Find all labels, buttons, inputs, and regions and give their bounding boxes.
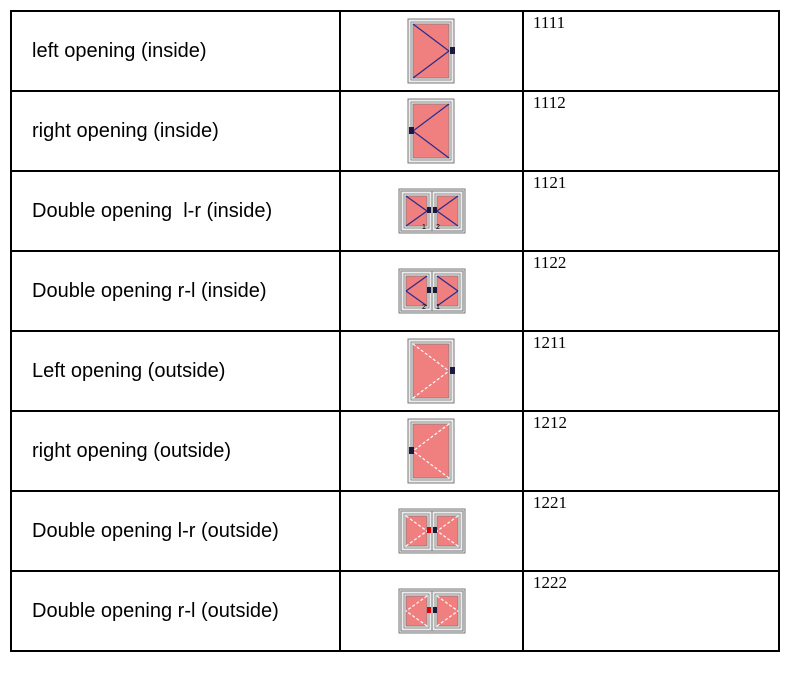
opening-code: 1122: [533, 253, 567, 272]
sash-number: 1: [436, 304, 440, 311]
code-cell: 1222: [522, 570, 780, 652]
opening-label: Double opening r-l (outside): [32, 599, 279, 622]
opening-code: 1222: [533, 573, 567, 592]
opening-code: 1221: [533, 493, 567, 512]
single-window-left-outside-icon: [407, 338, 455, 404]
handle-icon: [408, 127, 414, 134]
handle-icon: [426, 207, 431, 213]
table-row: right opening (inside) 1112: [10, 90, 780, 172]
single-window-right-inside-icon: [407, 98, 454, 164]
sash-number: 2: [436, 224, 440, 231]
single-window-left-inside-icon: [407, 18, 455, 84]
code-cell: 1211: [522, 330, 780, 412]
handle-icon: [432, 287, 437, 293]
handle-icon: [449, 367, 455, 374]
label-cell: Double opening r-l (outside): [10, 570, 341, 652]
table-row: Double opening r-l (outside) 1222: [10, 570, 780, 652]
opening-label: right opening (outside): [32, 439, 232, 462]
handle-icon: [408, 447, 414, 454]
code-cell: 1122: [522, 250, 780, 332]
window-icon: [341, 12, 522, 90]
code-cell: 1221: [522, 490, 780, 572]
handle-icon: [432, 207, 437, 213]
table-row: right opening (outside) 1212: [10, 410, 780, 492]
code-cell: 1111: [522, 10, 780, 92]
handle-icon: [449, 47, 455, 54]
window-icon: [341, 492, 522, 570]
code-cell: 1112: [522, 90, 780, 172]
window-icon: [341, 92, 522, 170]
icon-cell: [339, 570, 524, 652]
icon-cell: [339, 490, 524, 572]
window-icon: [341, 412, 522, 490]
opening-label: right opening (inside): [32, 119, 219, 142]
opening-label: Double opening r-l (inside): [32, 279, 267, 302]
handle-icon: [426, 527, 431, 533]
code-cell: 1121: [522, 170, 780, 252]
label-cell: Double opening l-r (outside): [10, 490, 341, 572]
icon-cell: [339, 410, 524, 492]
label-cell: Double opening r-l (inside): [10, 250, 341, 332]
table-row: Left opening (outside) 1211: [10, 330, 780, 412]
double-window-rl-outside-icon: [398, 588, 465, 634]
opening-label: left opening (inside): [32, 39, 207, 62]
opening-code: 1111: [533, 13, 566, 32]
sash-number: 2: [422, 304, 426, 311]
handle-icon: [426, 607, 431, 613]
table-row: left opening (inside) 1111: [10, 10, 780, 92]
label-cell: left opening (inside): [10, 10, 341, 92]
opening-label: Double opening l-r (inside): [32, 199, 273, 222]
sash-number: 1: [422, 224, 426, 231]
label-cell: right opening (outside): [10, 410, 341, 492]
handle-icon: [426, 287, 431, 293]
label-cell: Double opening l-r (inside): [10, 170, 341, 252]
window-opening-types-table: left opening (inside) 1111 right opening…: [10, 10, 780, 652]
window-icon: [341, 332, 522, 410]
label-cell: Left opening (outside): [10, 330, 341, 412]
label-cell: right opening (inside): [10, 90, 341, 172]
icon-cell: [339, 90, 524, 172]
single-window-right-outside-icon: [407, 418, 454, 484]
code-cell: 1212: [522, 410, 780, 492]
double-window-lr-outside-icon: [398, 508, 465, 554]
opening-label: Double opening l-r (outside): [32, 519, 279, 542]
window-icon: [341, 572, 522, 650]
icon-cell: [339, 330, 524, 412]
table-row: Double opening l-r (outside) 1221: [10, 490, 780, 572]
handle-icon: [432, 527, 437, 533]
opening-code: 1211: [533, 333, 567, 352]
opening-label: Left opening (outside): [32, 359, 226, 382]
icon-cell: [339, 10, 524, 92]
opening-code: 1212: [533, 413, 567, 432]
handle-icon: [432, 607, 437, 613]
opening-code: 1112: [533, 93, 566, 112]
opening-code: 1121: [533, 173, 567, 192]
